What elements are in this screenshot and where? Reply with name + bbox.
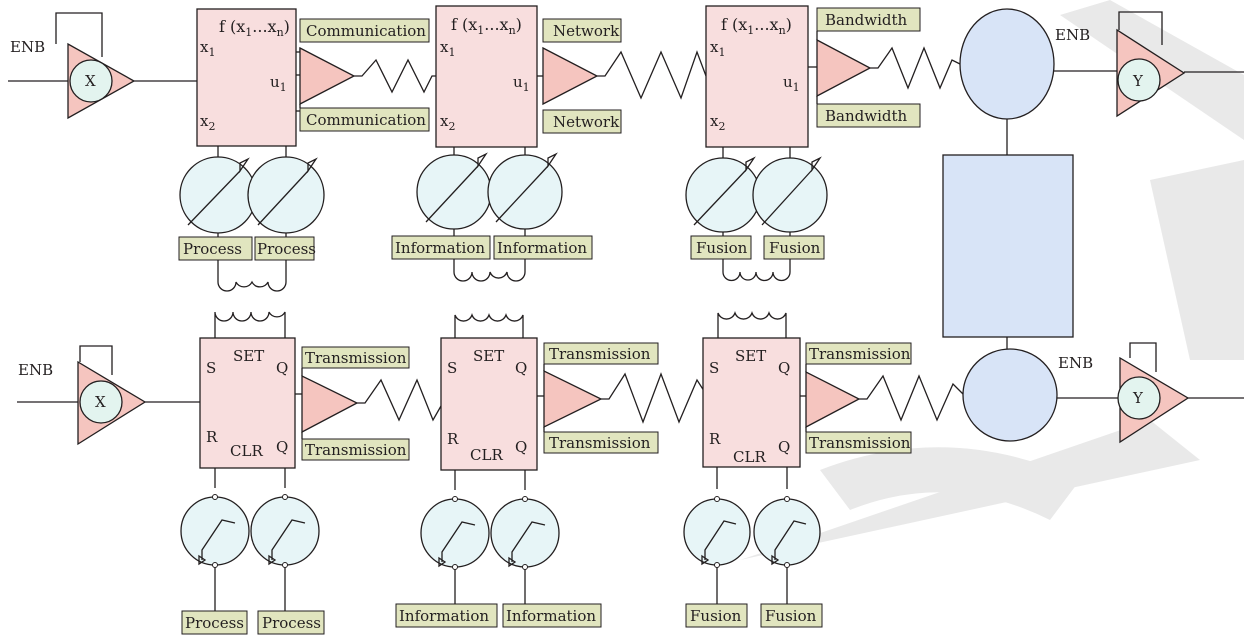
svg-text:Q: Q <box>276 359 288 377</box>
svg-text:R: R <box>447 430 459 448</box>
top-row: X ENB f (x1...xn) x1 x2 u1 Communication… <box>8 5 1244 292</box>
top-amplifier-2 <box>537 46 707 106</box>
svg-text:Q: Q <box>778 359 790 377</box>
clock-group-information: Information Information <box>395 496 602 628</box>
svg-text:Transmission: Transmission <box>549 345 651 363</box>
svg-text:Transmission: Transmission <box>305 349 407 367</box>
bottom-output-gate: Y ENB <box>1058 342 1244 444</box>
meter-group-fusion: Fusion Fusion <box>685 147 828 282</box>
svg-text:f (x1...xn): f (x1...xn) <box>721 15 792 37</box>
tag-bandwidth-bottom: Bandwidth <box>816 103 921 128</box>
tag-bandwidth-top: Bandwidth <box>816 7 921 32</box>
svg-text:Transmission: Transmission <box>809 345 911 363</box>
svg-text:Fusion: Fusion <box>690 607 742 625</box>
clock-group-fusion: Fusion Fusion <box>683 496 823 628</box>
svg-text:Q: Q <box>778 438 790 456</box>
top-enb-label: ENB <box>10 38 45 56</box>
flip-flop-1: SET S Q R Q CLR <box>199 311 296 488</box>
top-gate-y-label: Y <box>1132 72 1144 90</box>
top-amplifier-3 <box>808 31 961 104</box>
function-block-3: f (x1...xn) x1 x2 u1 <box>705 5 809 148</box>
svg-text:SET: SET <box>233 347 264 365</box>
tag-transmission-2-bottom: Transmission <box>543 431 659 454</box>
svg-text:Q: Q <box>515 438 527 456</box>
svg-text:Information: Information <box>395 239 485 257</box>
svg-text:Information: Information <box>399 607 489 625</box>
bottom-gate-x-label: X <box>95 393 106 411</box>
bottom-blue-node <box>962 348 1120 442</box>
svg-text:S: S <box>709 359 719 377</box>
svg-text:Bandwidth: Bandwidth <box>825 11 907 29</box>
tag-communication-top: Communication <box>299 18 430 43</box>
svg-text:Information: Information <box>497 239 587 257</box>
svg-text:Transmission: Transmission <box>549 434 651 452</box>
svg-text:CLR: CLR <box>733 448 766 466</box>
function-block-2: f (x1...xn) x1 x2 u1 <box>435 5 538 148</box>
svg-text:Process: Process <box>183 240 242 258</box>
tag-transmission-3-bottom: Transmission <box>805 431 912 454</box>
svg-text:Process: Process <box>262 614 321 632</box>
tag-communication-bottom: Communication <box>299 107 430 132</box>
svg-text:Process: Process <box>257 240 316 258</box>
top-amplifier-1 <box>299 46 436 108</box>
tag-transmission-1-bottom: Transmission <box>301 438 410 461</box>
clock-group-process: Process Process <box>180 494 325 635</box>
top-right-enb-label: ENB <box>1055 26 1090 44</box>
top-output-gate: Y ENB <box>1055 11 1244 118</box>
function-block-1: f (x1...xn) x1 x2 u1 <box>196 8 300 147</box>
svg-text:R: R <box>709 430 721 448</box>
tag-network-top: Network <box>542 18 622 43</box>
svg-text:Fusion: Fusion <box>765 607 817 625</box>
svg-text:Network: Network <box>553 22 620 40</box>
meter-group-process: Process Process <box>178 146 325 292</box>
svg-text:CLR: CLR <box>230 442 263 460</box>
top-input-gate: X ENB <box>8 12 197 120</box>
central-blue-block <box>942 154 1074 350</box>
svg-text:Information: Information <box>506 607 596 625</box>
bottom-enb-label: ENB <box>18 361 53 379</box>
top-gate-x-label: X <box>85 72 96 90</box>
bottom-right-enb-label: ENB <box>1058 354 1093 372</box>
tag-transmission-3-top: Transmission <box>805 342 912 365</box>
bottom-gate-y-label: Y <box>1132 389 1144 407</box>
svg-text:f (x1...xn): f (x1...xn) <box>451 15 522 37</box>
bottom-row: X ENB SET S Q R Q CLR Transmission Trans… <box>17 311 1244 635</box>
svg-text:S: S <box>447 359 457 377</box>
bottom-amplifier-1 <box>295 368 442 439</box>
svg-text:Fusion: Fusion <box>696 239 748 257</box>
watermark <box>740 0 1244 560</box>
svg-text:Q: Q <box>515 359 527 377</box>
svg-text:Bandwidth: Bandwidth <box>825 107 907 125</box>
top-blue-node <box>959 8 1118 155</box>
svg-text:Transmission: Transmission <box>809 434 911 452</box>
svg-text:Transmission: Transmission <box>305 441 407 459</box>
svg-text:Q: Q <box>276 438 288 456</box>
tag-transmission-2-top: Transmission <box>543 342 659 365</box>
svg-text:SET: SET <box>735 347 766 365</box>
bottom-input-gate: X ENB <box>17 345 200 446</box>
meter-group-information: Information Information <box>391 147 593 282</box>
bottom-amplifier-3 <box>800 364 964 432</box>
bottom-amplifier-2 <box>537 364 707 432</box>
svg-text:S: S <box>206 359 216 377</box>
svg-text:Network: Network <box>553 113 620 131</box>
flip-flop-2: SET S Q R Q CLR <box>440 313 538 490</box>
svg-text:R: R <box>206 428 218 446</box>
flip-flop-3: SET S Q R Q CLR <box>702 311 801 489</box>
svg-text:Communication: Communication <box>306 111 426 129</box>
tag-transmission-1-top: Transmission <box>301 346 410 369</box>
svg-text:Communication: Communication <box>306 22 426 40</box>
svg-text:SET: SET <box>473 347 504 365</box>
svg-text:f (x1...xn): f (x1...xn) <box>219 17 290 39</box>
tag-network-bottom: Network <box>542 109 622 134</box>
svg-text:Process: Process <box>185 614 244 632</box>
svg-text:Fusion: Fusion <box>769 239 821 257</box>
svg-text:CLR: CLR <box>470 446 503 464</box>
